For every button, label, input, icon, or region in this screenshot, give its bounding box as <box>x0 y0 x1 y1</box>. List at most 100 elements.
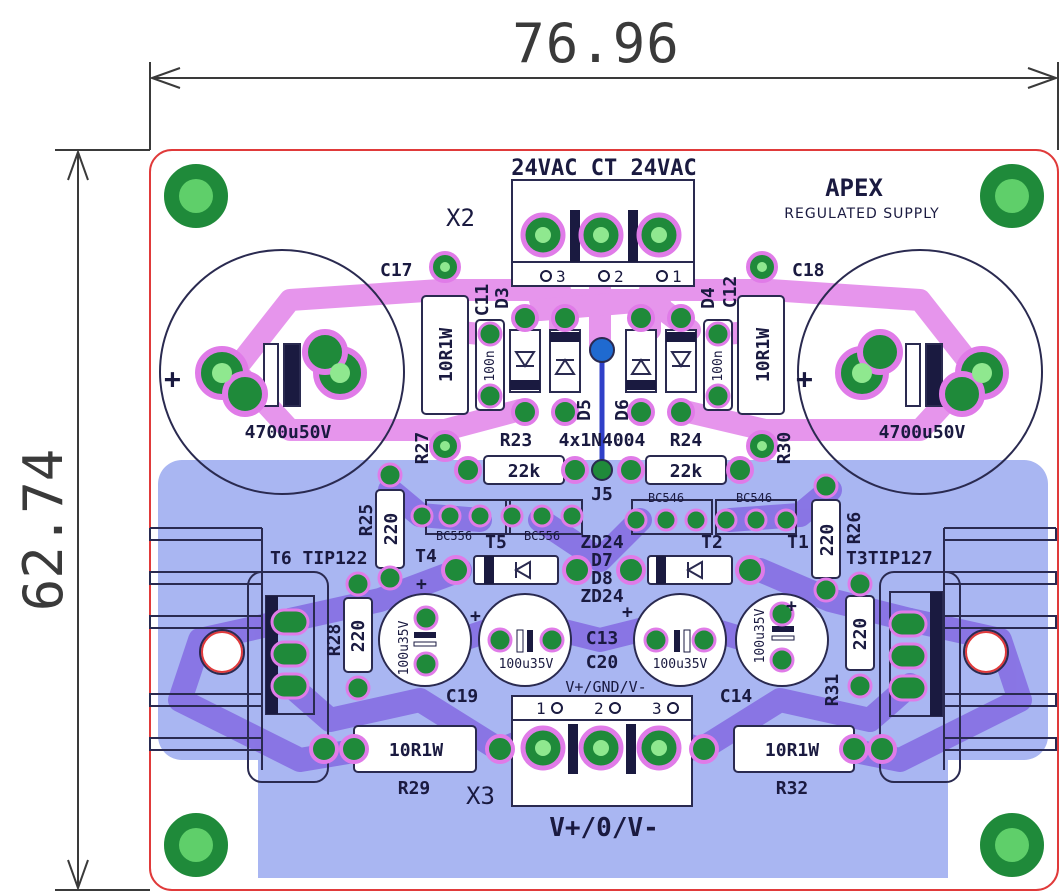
height-dimension: 62.74 <box>12 449 75 612</box>
bridge-pads <box>511 304 695 426</box>
t4-ref: T4 <box>415 546 437 567</box>
x3-pin-2: 2 <box>594 699 604 718</box>
transistor-t3 <box>888 591 943 717</box>
x2-ref: X2 <box>446 204 475 232</box>
dimension-lines <box>55 62 1059 891</box>
x2-pin-3: 3 <box>556 267 566 286</box>
c19-ref: C19 <box>446 686 479 707</box>
r28-value: 220 <box>348 620 369 653</box>
r24-ref: R24 <box>670 430 703 451</box>
x2-pin-2: 2 <box>614 267 624 286</box>
output-cap-pads <box>413 601 795 677</box>
zener-top-value: ZD24 <box>580 532 624 553</box>
cap-c12 <box>703 319 733 411</box>
r25-ref: R25 <box>356 504 377 537</box>
t2-ref: T2 <box>701 532 723 553</box>
r27-ref: R27 <box>412 432 433 465</box>
width-dimension: 76.96 <box>512 12 680 75</box>
cap-c11 <box>475 319 505 411</box>
r23-ref: R23 <box>500 430 533 451</box>
resistor-r30 <box>737 251 785 462</box>
r28-ref: R28 <box>324 624 345 657</box>
connector-x2 <box>511 179 695 287</box>
r29-value: 10R1W <box>389 740 443 761</box>
t4-type: BC556 <box>436 529 472 543</box>
t1-ref: T1 <box>787 532 809 553</box>
zener-d8 <box>616 555 765 585</box>
cap-c17-ref: C17 <box>380 260 413 281</box>
x3-pin-3: 3 <box>652 699 662 718</box>
r30-value: 10R1W <box>753 328 774 382</box>
c11-ref: C11 <box>472 284 493 317</box>
d5-ref: D5 <box>574 399 595 421</box>
cap-c18-polarity: + <box>796 362 813 395</box>
board-title: APEX <box>825 174 883 202</box>
resistor-r23 <box>454 455 589 485</box>
small-transistor-pads <box>410 504 798 532</box>
cap-c18-ref: C18 <box>792 260 825 281</box>
d6-ref: D6 <box>612 399 633 421</box>
resistor-r25 <box>375 462 405 591</box>
r26-value: 220 <box>817 524 838 557</box>
x3-ref: X3 <box>466 782 495 810</box>
cap-c18-outline <box>797 249 1043 495</box>
resistor-r24 <box>617 455 754 485</box>
c12-ref: C12 <box>720 276 741 309</box>
svg-text:+: + <box>622 602 633 623</box>
zener-bot-value: ZD24 <box>580 586 624 607</box>
c11-value: 100n <box>483 350 498 381</box>
r25-value: 220 <box>381 513 402 546</box>
c20-value: 100u35V <box>653 657 708 672</box>
c13-value: 100u35V <box>499 657 554 672</box>
heatsink-right <box>879 527 1057 783</box>
t3-label: T3TIP127 <box>846 548 933 569</box>
r26-ref: R26 <box>844 512 865 545</box>
cap-c17-polarity: + <box>164 362 181 395</box>
resistor-r27 <box>421 251 469 462</box>
zener-top-ref: D7 <box>591 550 613 571</box>
connector-x3 <box>511 695 693 807</box>
transistor-t6 <box>265 595 315 715</box>
t1-type: BC546 <box>736 491 772 505</box>
j5-ref: J5 <box>591 484 613 505</box>
output-cap-plus: ++++ <box>416 574 797 627</box>
c14-value: 100u35V <box>753 608 768 663</box>
mount-hole-heatsink-right <box>965 631 1007 673</box>
cap-c17-value: 4700u50V <box>245 422 332 443</box>
x3-header: V+/GND/V- <box>565 678 646 696</box>
bridge-diodes <box>509 329 697 393</box>
j5-pad <box>589 337 615 363</box>
r31-value: 220 <box>850 618 871 651</box>
cap-c18-value: 4700u50V <box>879 422 966 443</box>
output-cap-bands <box>413 626 795 653</box>
t2-type: BC546 <box>648 491 684 505</box>
svg-text:+: + <box>470 606 481 627</box>
zener-d7 <box>441 555 592 585</box>
svg-text:+: + <box>416 574 427 595</box>
r24-value: 22k <box>670 461 703 482</box>
d3-ref: D3 <box>492 287 513 309</box>
x3-pin-1: 1 <box>536 699 546 718</box>
board-subtitle: REGULATED SUPPLY <box>784 206 939 222</box>
resistor-r26 <box>811 473 841 603</box>
mount-hole-heatsink-left <box>201 631 243 673</box>
bridge-label: 4x1N4004 <box>559 430 646 451</box>
r29-ref: R29 <box>398 778 431 799</box>
t5-type: BC556 <box>524 529 560 543</box>
d4-ref: D4 <box>698 287 719 309</box>
c14-ref: C14 <box>720 686 753 707</box>
resistor-r31 <box>845 571 875 699</box>
x2-input-label: 24VAC CT 24VAC <box>511 156 696 181</box>
zener-bot-ref: D8 <box>591 568 613 589</box>
output-label: V+/0/V- <box>549 813 659 843</box>
c20-ref: C20 <box>586 652 619 673</box>
t5-ref: T5 <box>485 532 507 553</box>
resistor-r32 <box>689 725 897 773</box>
r31-ref: R31 <box>822 674 843 707</box>
resistor-r29 <box>309 725 515 773</box>
x2-pin-1: 1 <box>672 267 682 286</box>
r27-value: 10R1W <box>436 328 457 382</box>
r32-ref: R32 <box>776 778 809 799</box>
heatsink-left <box>149 527 329 783</box>
